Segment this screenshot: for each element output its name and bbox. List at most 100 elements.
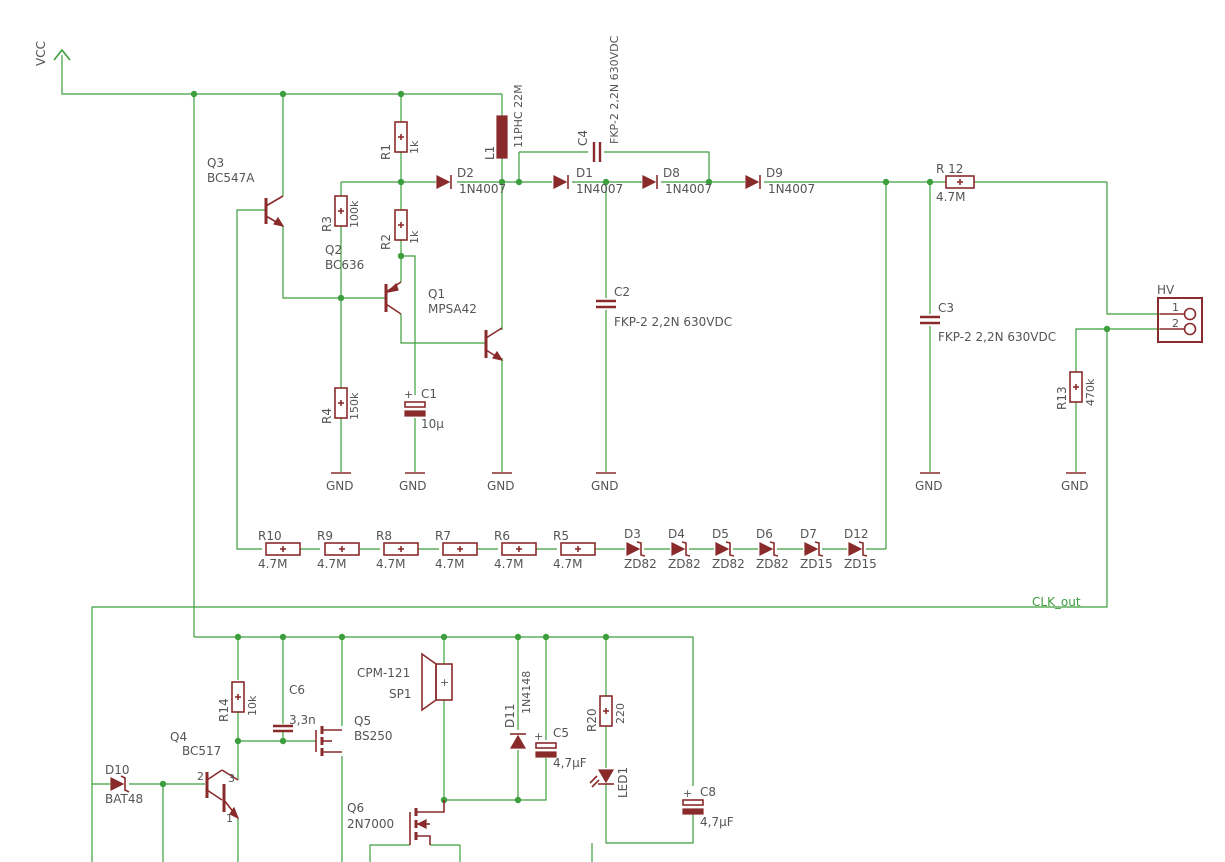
- resistor-r8: R8 4.7M: [376, 529, 419, 571]
- svg-text:1N4007: 1N4007: [768, 182, 815, 196]
- transistor-q4: Q4 BC517 2 3 1: [170, 730, 240, 825]
- gnd-c2: GND: [591, 472, 619, 493]
- svg-text:ZD15: ZD15: [800, 557, 833, 571]
- svg-text:Q2: Q2: [325, 243, 342, 257]
- svg-text:C4: C4: [576, 130, 590, 146]
- resistor-r4: R4 150k: [320, 387, 361, 424]
- capacitor-c6: C6 3,3n: [273, 683, 316, 733]
- resistor-r7: R7 4.7M: [435, 529, 478, 571]
- svg-text:R1: R1: [379, 144, 393, 160]
- svg-text:4.7M: 4.7M: [936, 190, 965, 204]
- resistor-r2: R2 1k: [379, 209, 421, 250]
- mosfet-q5: Q5 BS250: [315, 714, 393, 756]
- svg-text:FKP-2 2,2N 630VDC: FKP-2 2,2N 630VDC: [938, 330, 1056, 344]
- transistor-q2: Q2 BC636: [325, 243, 402, 315]
- svg-text:2: 2: [197, 770, 204, 783]
- svg-text:100k: 100k: [348, 200, 361, 228]
- gnd-q1: GND: [487, 472, 515, 493]
- svg-text:2: 2: [1172, 317, 1179, 330]
- transistor-q1: Q1 MPSA42: [428, 287, 504, 361]
- diode-d9: D9 1N4007: [745, 166, 815, 196]
- svg-text:D7: D7: [800, 527, 817, 541]
- diode-d8: D8 1N4007: [642, 166, 712, 196]
- resistor-r20: R20 220: [585, 695, 627, 732]
- capacitor-c2: C2 FKP-2 2,2N 630VDC: [596, 285, 732, 329]
- gnd-r4: GND: [326, 472, 354, 493]
- svg-text:1: 1: [226, 812, 233, 825]
- diode-d11: D11 1N4148: [503, 671, 533, 749]
- svg-text:4.7M: 4.7M: [494, 557, 523, 571]
- svg-text:LED1: LED1: [616, 767, 630, 798]
- svg-text:GND: GND: [915, 479, 943, 493]
- net-label-clk-out: CLK_out: [1032, 595, 1081, 609]
- svg-text:D2: D2: [457, 166, 474, 180]
- svg-text:GND: GND: [487, 479, 515, 493]
- svg-text:1k: 1k: [408, 230, 421, 244]
- svg-text:R7: R7: [435, 529, 451, 543]
- capacitor-c3: C3 FKP-2 2,2N 630VDC: [920, 301, 1056, 344]
- svg-text:+: +: [534, 730, 543, 743]
- capacitor-c8: + C8 4,7µF: [682, 785, 734, 829]
- svg-text:BS250: BS250: [354, 729, 393, 743]
- svg-text:R3: R3: [320, 216, 334, 232]
- speaker-sp1: + CPM-121 SP1: [357, 652, 453, 712]
- svg-text:Q3: Q3: [207, 156, 224, 170]
- svg-text:4.7M: 4.7M: [317, 557, 346, 571]
- gnd-symbols: GND GND GND GND GND GND: [326, 472, 1089, 493]
- zener-d4: D4 ZD82: [668, 527, 701, 571]
- resistor-r12: R 12 4.7M: [936, 162, 975, 204]
- zener-d3: D3 ZD82: [624, 527, 657, 571]
- svg-text:BC636: BC636: [325, 258, 364, 272]
- svg-text:Q5: Q5: [354, 714, 371, 728]
- resistor-r13: R13 470k: [1055, 371, 1097, 410]
- svg-text:Q6: Q6: [347, 801, 364, 815]
- svg-text:D8: D8: [663, 166, 680, 180]
- diode-d2: D2 1N4007: [436, 166, 506, 196]
- svg-text:D1: D1: [576, 166, 593, 180]
- capacitor-c5: + C5 4,7µF: [534, 726, 587, 770]
- svg-text:MPSA42: MPSA42: [428, 302, 477, 316]
- capacitor-c4: C4 FKP-2 2,2N 630VDC: [576, 35, 621, 162]
- svg-text:4,7µF: 4,7µF: [700, 815, 734, 829]
- svg-text:4,7µF: 4,7µF: [553, 756, 587, 770]
- zener-d7: D7 ZD15: [800, 527, 833, 571]
- svg-text:R20: R20: [585, 708, 599, 732]
- diode-d1: D1 1N4007: [553, 166, 623, 196]
- svg-text:BC547A: BC547A: [207, 171, 255, 185]
- svg-text:1: 1: [1172, 301, 1179, 314]
- junctions: [159, 90, 1111, 804]
- svg-text:GND: GND: [326, 479, 354, 493]
- resistor-r10: R10 4.7M: [258, 529, 301, 571]
- svg-text:R10: R10: [258, 529, 282, 543]
- svg-text:D5: D5: [712, 527, 729, 541]
- resistor-r14: R14 10k: [217, 681, 259, 722]
- svg-text:ZD15: ZD15: [844, 557, 877, 571]
- svg-text:GND: GND: [399, 479, 427, 493]
- gnd-c3: GND: [915, 472, 943, 493]
- zener-d5: D5 ZD82: [712, 527, 745, 571]
- svg-text:470k: 470k: [1084, 378, 1097, 406]
- svg-text:3: 3: [228, 772, 235, 785]
- svg-text:+: +: [404, 388, 413, 401]
- svg-text:11PHC 22M: 11PHC 22M: [512, 84, 525, 148]
- svg-text:+: +: [683, 787, 692, 800]
- svg-text:150k: 150k: [348, 392, 361, 420]
- svg-text:D4: D4: [668, 527, 685, 541]
- vcc-symbol: VCC: [34, 41, 71, 66]
- svg-text:SP1: SP1: [389, 687, 412, 701]
- svg-text:GND: GND: [591, 479, 619, 493]
- svg-text:R9: R9: [317, 529, 333, 543]
- svg-text:C3: C3: [938, 301, 954, 315]
- svg-text:10k: 10k: [246, 695, 259, 716]
- svg-text:R14: R14: [217, 698, 231, 722]
- svg-text:C5: C5: [553, 726, 569, 740]
- svg-text:C8: C8: [700, 785, 716, 799]
- svg-text:BAT48: BAT48: [105, 792, 143, 806]
- svg-text:VCC: VCC: [34, 41, 48, 66]
- resistor-r3: R3 100k: [320, 195, 361, 232]
- svg-text:4.7M: 4.7M: [435, 557, 464, 571]
- svg-text:GND: GND: [1061, 479, 1089, 493]
- svg-text:2N7000: 2N7000: [347, 817, 394, 831]
- inductor-l1: L1 11PHC 22M: [483, 84, 525, 160]
- resistor-r9: R9 4.7M: [317, 529, 360, 571]
